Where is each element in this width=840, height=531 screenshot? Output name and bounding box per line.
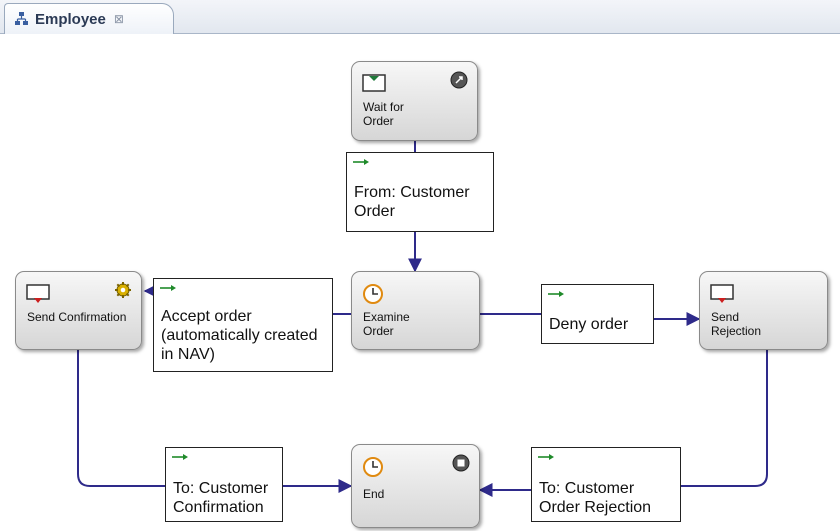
editor-tab-bar: Employee ⊠ xyxy=(0,0,840,34)
start-event-icon xyxy=(450,71,468,89)
label-text: To: Customer Confirmation xyxy=(173,480,269,516)
gear-icon xyxy=(115,282,131,298)
label-to-customer-confirmation[interactable]: To: Customer Confirmation xyxy=(165,447,283,522)
receive-message-icon xyxy=(362,74,386,92)
label-text: Deny order xyxy=(549,316,629,333)
label-accept-order[interactable]: Accept order (automatically created in N… xyxy=(153,278,333,372)
connector-rejection-down xyxy=(681,350,768,487)
node-label: Wait for Order xyxy=(363,100,404,128)
node-label: End xyxy=(363,487,385,501)
node-wait-for-order[interactable]: Wait for Order xyxy=(351,61,478,141)
arrow-right-icon xyxy=(172,454,188,460)
node-label: Examine Order xyxy=(363,310,410,338)
node-label: Send Rejection xyxy=(711,310,762,338)
node-end[interactable]: End xyxy=(351,444,480,528)
tab-title: Employee xyxy=(35,10,106,28)
label-text: To: Customer Order Rejection xyxy=(539,480,652,516)
node-send-rejection[interactable]: Send Rejection xyxy=(699,271,828,350)
arrow-right-icon xyxy=(353,159,369,165)
end-event-icon xyxy=(452,454,470,472)
close-icon[interactable]: ⊠ xyxy=(113,12,124,26)
node-label: Send Confirmation xyxy=(27,310,127,324)
label-to-customer-order-rejection[interactable]: To: Customer Order Rejection xyxy=(531,447,681,522)
node-send-confirmation[interactable]: Send Confirmation xyxy=(15,271,142,350)
connector-confirmation-down xyxy=(77,350,165,487)
arrow-right-icon xyxy=(538,454,554,460)
clock-task-icon xyxy=(363,457,383,477)
clock-task-icon xyxy=(363,284,383,304)
label-text: Accept order (automatically created in N… xyxy=(161,308,318,363)
label-deny-order[interactable]: Deny order xyxy=(541,284,654,344)
workflow-icon xyxy=(15,12,28,25)
label-from-customer-order[interactable]: From: Customer Order xyxy=(346,152,494,232)
arrow-right-icon xyxy=(548,291,564,297)
send-message-icon xyxy=(710,284,734,303)
label-text: From: Customer Order xyxy=(354,184,470,220)
node-examine-order[interactable]: Examine Order xyxy=(351,271,480,350)
arrow-right-icon xyxy=(160,285,176,291)
send-message-icon xyxy=(26,284,50,303)
connectors xyxy=(77,141,768,497)
tab-employee[interactable]: Employee ⊠ xyxy=(4,3,174,34)
diagram-canvas: Wait for Order Examine Order Send Confir… xyxy=(0,34,840,531)
